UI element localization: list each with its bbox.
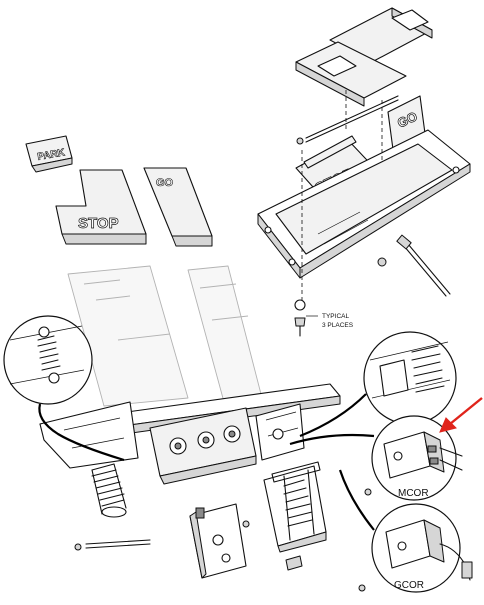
pivot-pin: [74, 539, 151, 551]
go-pad: GO: [143, 167, 213, 247]
park-label: PARK: [37, 147, 67, 163]
stop-pad: STOP: [55, 169, 147, 245]
red-arrow-indicator: [439, 397, 483, 433]
spring-detail-callout: [3, 315, 125, 462]
mcor-label: MCOR: [398, 488, 429, 499]
go-pad-label: GO: [156, 177, 174, 189]
gcor-callout: GCOR: [338, 469, 473, 593]
park-pad: PARK: [25, 135, 73, 173]
pedal-cover-assembly: STOP GO: [257, 7, 471, 337]
spring-pack-callout: [299, 331, 457, 438]
typical-label-line1: TYPICAL: [322, 313, 349, 320]
pedal-assembly-main: [39, 265, 341, 485]
switch-housing: [189, 503, 303, 579]
typical-label-line2: 3 PLACES: [322, 322, 354, 329]
spring-bracket: [263, 461, 327, 553]
gcor-label: GCOR: [394, 580, 424, 591]
stop-pad-label: STOP: [78, 215, 119, 232]
mcor-callout: MCOR: [289, 415, 463, 501]
loose-spring: [91, 463, 127, 518]
